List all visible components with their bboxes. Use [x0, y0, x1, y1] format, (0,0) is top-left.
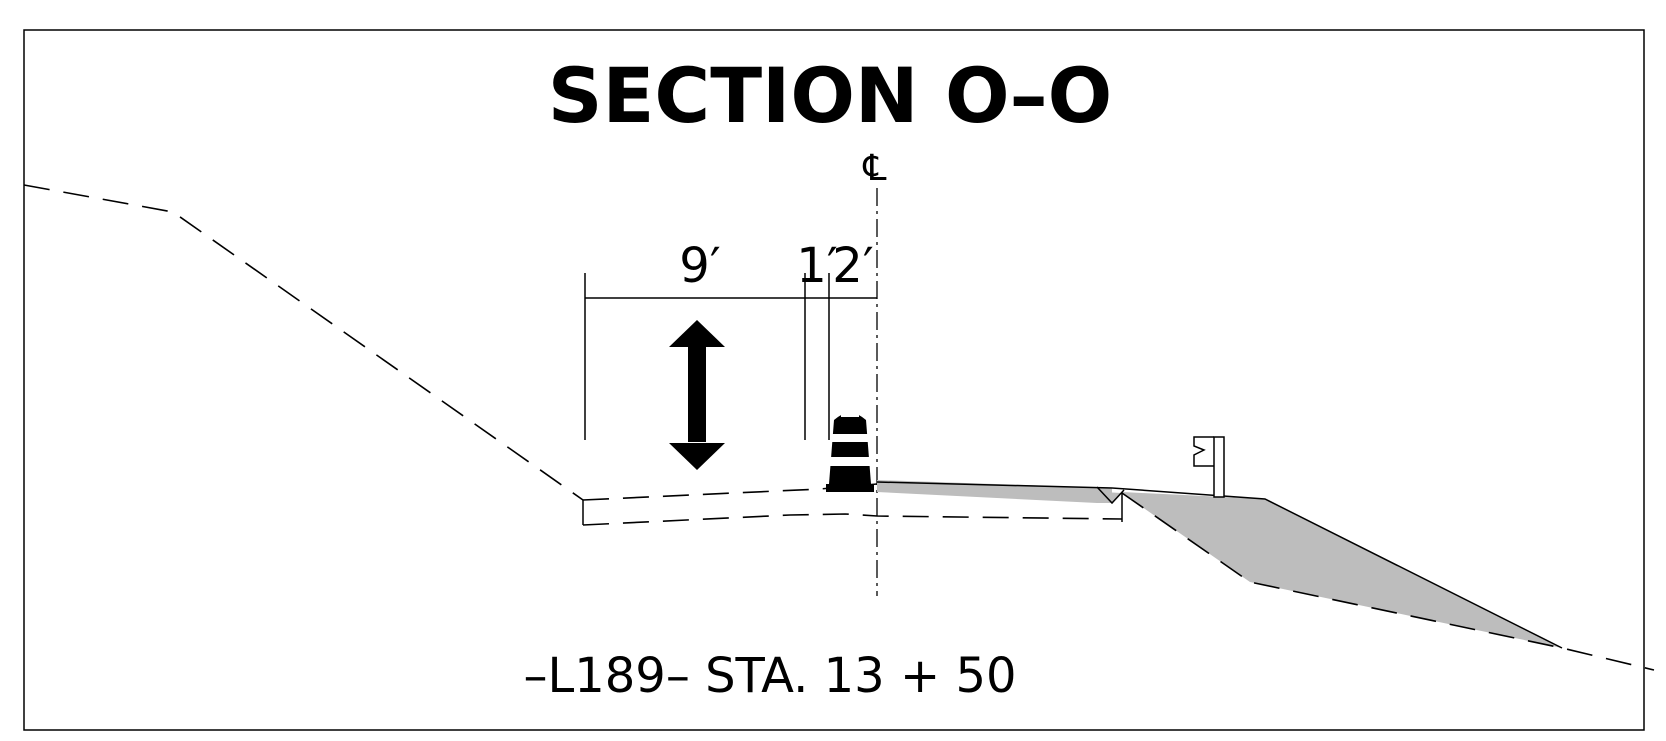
shoulder-notch	[1096, 486, 1125, 505]
dim-label-mid: 1′	[796, 238, 837, 294]
new-pavement-fill	[877, 480, 1112, 503]
new-shoulder-fill	[877, 481, 1562, 648]
drawing-border	[23, 29, 1645, 731]
sign-post-icon	[1193, 436, 1225, 498]
dim-label-left: 9′	[679, 238, 720, 294]
double-vertical-arrow-icon	[669, 320, 725, 470]
centerline-symbol: ℄	[862, 148, 886, 189]
pavement-bottom-surface	[582, 513, 1123, 526]
station-label: –L189– STA. 13 + 50	[523, 648, 1016, 704]
new-pavement-top-line	[876, 481, 1563, 649]
dim-label-right: 2′	[832, 238, 873, 294]
right-slope-dashed	[1121, 492, 1655, 671]
traffic-drum-icon	[826, 413, 874, 492]
section-title: SECTION O–O	[548, 51, 1112, 140]
existing-ground-left	[23, 184, 584, 501]
